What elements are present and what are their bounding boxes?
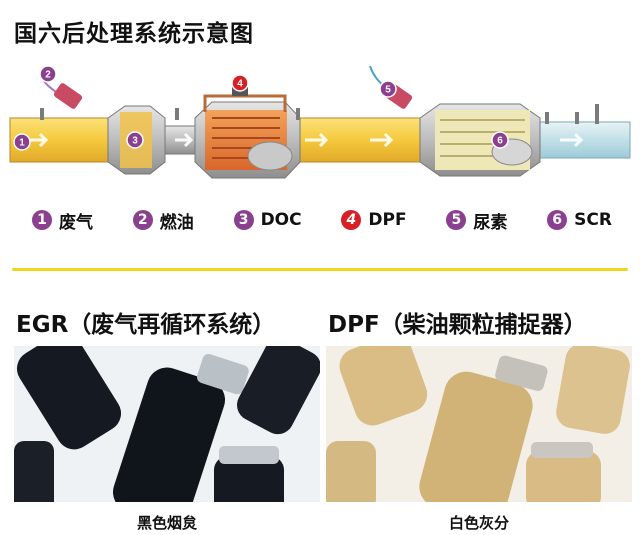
legend-label: 尿素 [473, 212, 508, 233]
marker-1: 1 [13, 133, 31, 151]
svg-text:6: 6 [497, 136, 503, 147]
legend-number: 6 [547, 210, 568, 230]
dpf-heading: DPF（柴油颗粒捕捉器） [328, 312, 587, 338]
legend-label: 废气 [59, 212, 93, 233]
legend-item-fuel: 2 燃油 [132, 208, 194, 233]
aftertreatment-diagram: 1 2 3 4 5 6 [9, 65, 631, 179]
egr-caption: 黑色烟炱 [136, 514, 197, 532]
section-divider [12, 268, 628, 271]
legend-item-scr: 6 SCR [547, 210, 612, 230]
dpf-ash-photo [326, 346, 632, 502]
legend-number: 3 [233, 210, 254, 230]
marker-4: 4 [231, 74, 249, 92]
legend-label: DOC [260, 210, 302, 230]
dpf-caption: 白色灰分 [448, 514, 509, 532]
marker-5: 5 [379, 80, 397, 98]
svg-text:2: 2 [45, 70, 51, 81]
soot-vial [214, 446, 284, 502]
soot-vial [237, 346, 320, 435]
legend-number: 5 [446, 210, 467, 230]
soot-vial [16, 346, 122, 450]
legend-number: 4 [341, 210, 362, 230]
legend-item-doc: 3 DOC [233, 210, 302, 230]
diagram-legend: 1 废气 2 燃油 3 DOC 4 DPF 5 尿素 6 SCR [32, 207, 612, 233]
marker-2: 2 [39, 65, 57, 83]
marker-3: 3 [126, 131, 144, 149]
egr-heading: EGR（废气再循环系统） [16, 312, 276, 338]
ash-vial [326, 441, 376, 502]
legend-item-urea: 5 尿素 [446, 208, 507, 233]
page-title: 国六后处理系统示意图 [14, 21, 254, 47]
legend-label: SCR [574, 210, 612, 230]
ash-vial [556, 346, 630, 434]
legend-label: DPF [368, 210, 407, 230]
legend-item-exhaust: 1 废气 [32, 208, 93, 233]
egr-soot-photo [14, 346, 320, 502]
svg-text:3: 3 [132, 136, 138, 147]
soot-vial [112, 353, 249, 502]
legend-number: 2 [132, 210, 153, 230]
legend-number: 1 [32, 210, 52, 230]
exhaust-pipe-outlet [539, 121, 631, 159]
svg-text:1: 1 [19, 138, 25, 149]
svg-text:4: 4 [237, 79, 243, 90]
ash-vial [419, 355, 548, 502]
svg-text:5: 5 [385, 85, 391, 96]
soot-vial [14, 441, 54, 502]
legend-label: 燃油 [159, 212, 194, 233]
ash-vial [339, 346, 428, 426]
legend-item-dpf: 4 DPF [341, 210, 407, 230]
fuel-injector [53, 83, 83, 109]
ash-vial [526, 442, 601, 502]
marker-6: 6 [491, 131, 509, 149]
